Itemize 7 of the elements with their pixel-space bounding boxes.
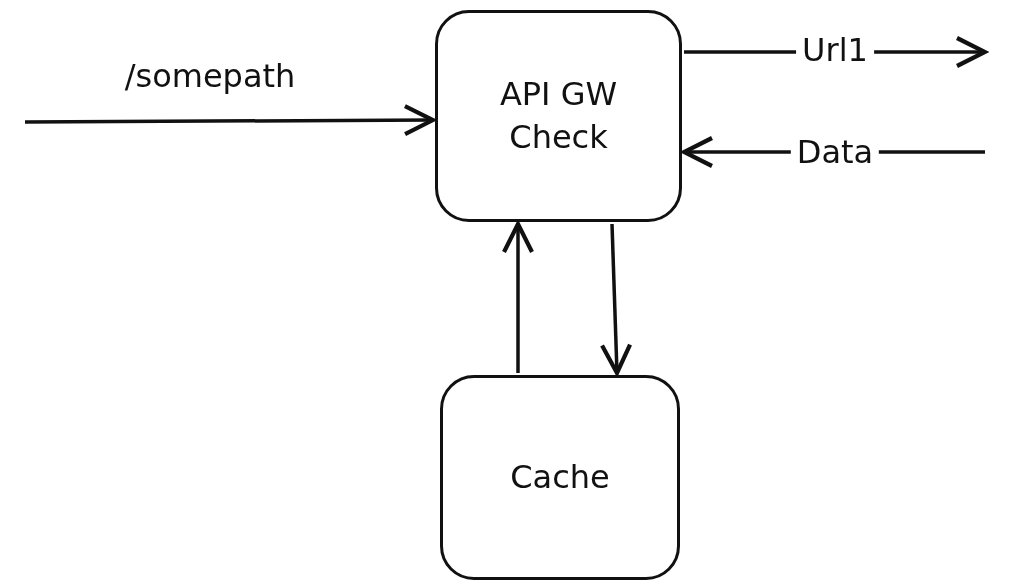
arrow [25, 104, 436, 137]
arrow [501, 221, 535, 373]
arrow [599, 223, 633, 376]
node-label: API GW Check [498, 73, 619, 158]
node-label: Cache [509, 456, 611, 498]
cache-box [440, 375, 680, 580]
process-box [435, 10, 682, 222]
